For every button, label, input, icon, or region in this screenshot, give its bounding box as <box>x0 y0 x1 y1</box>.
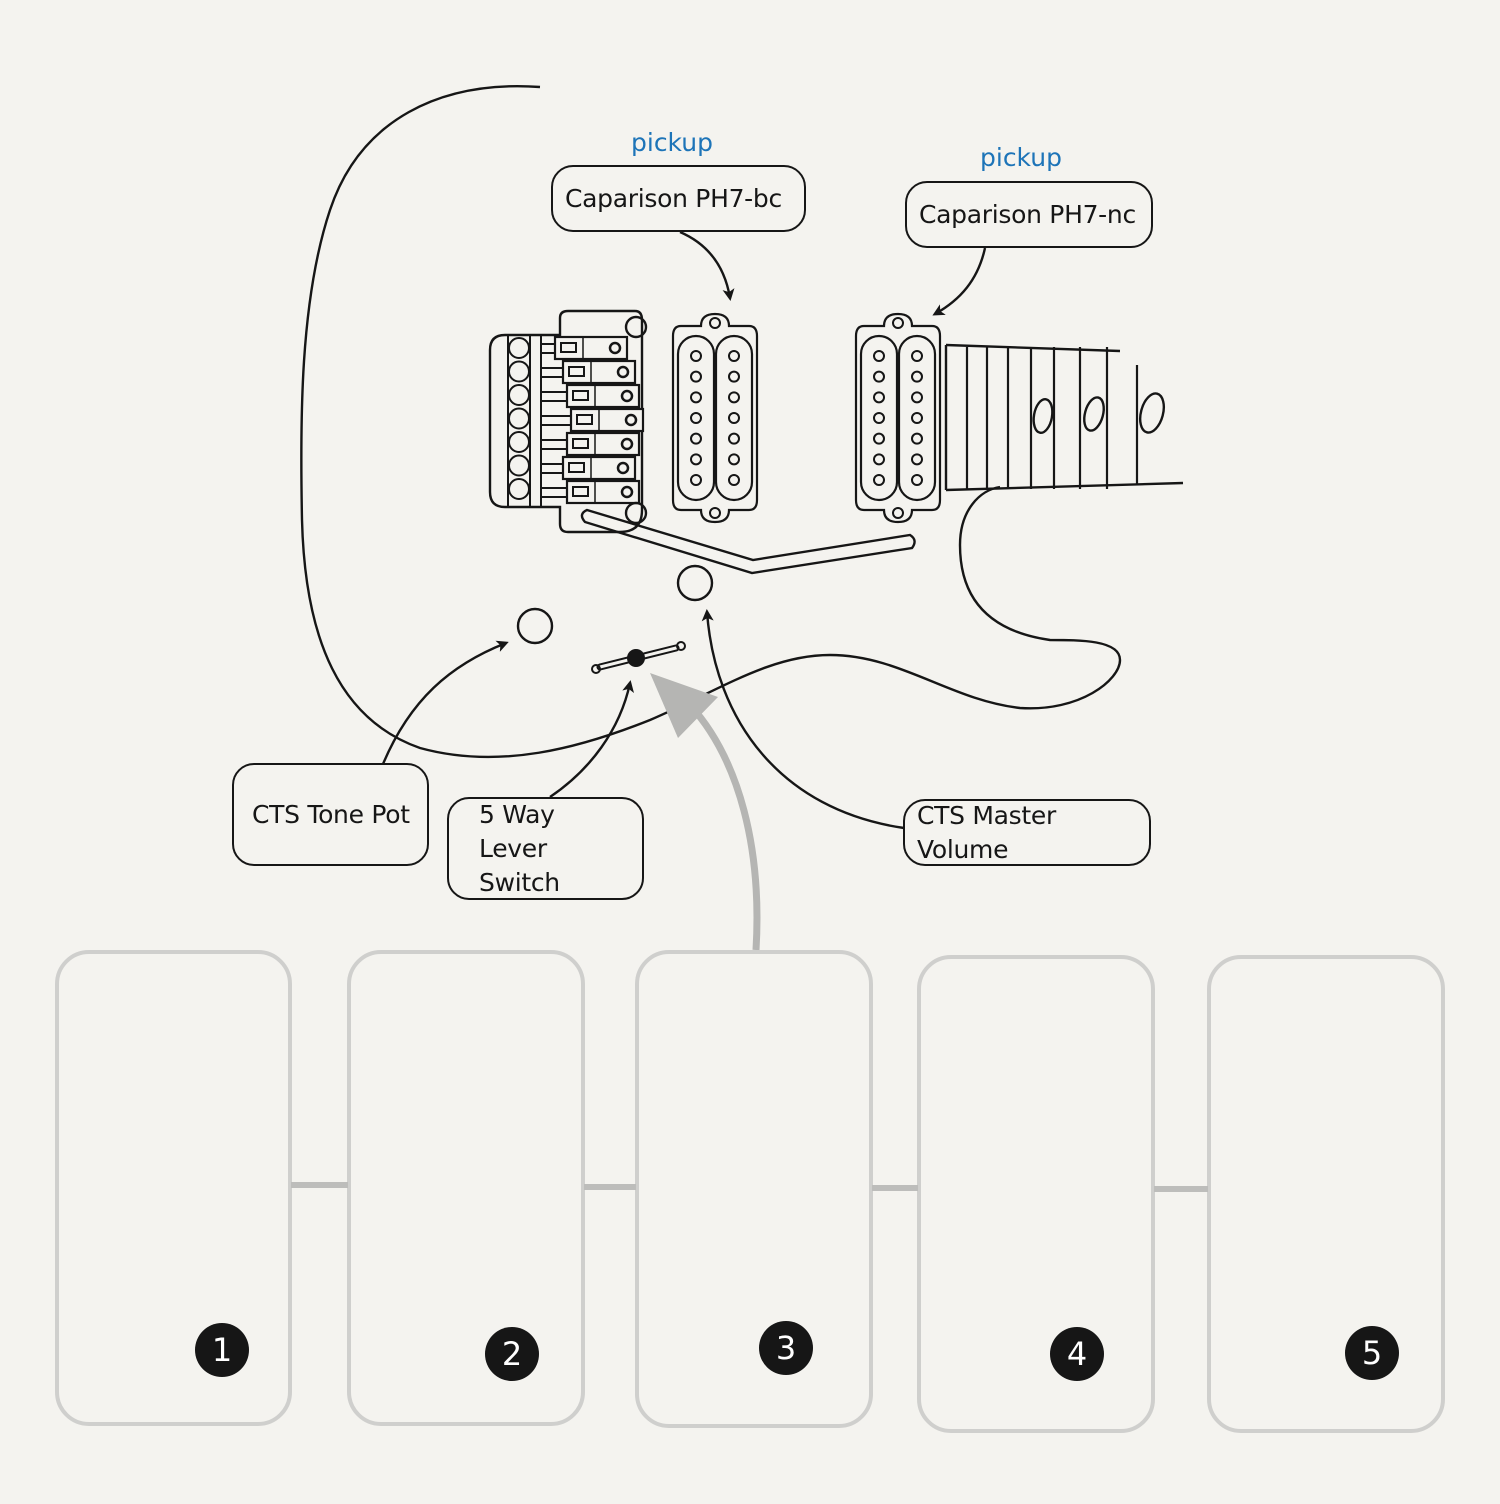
neck-humbucker <box>854 312 942 524</box>
card-connector <box>291 1182 348 1188</box>
bridge-saddle <box>540 383 641 409</box>
bridge-saddle <box>540 359 637 385</box>
switch-callout-arrow <box>549 680 634 798</box>
position-card-1[interactable] <box>55 950 292 1426</box>
pickup-coil <box>676 334 716 502</box>
bridge-roller <box>508 431 530 453</box>
bridge-roller <box>508 407 530 430</box>
master-volume-knob[interactable] <box>676 564 714 602</box>
bridge-roller <box>508 360 530 383</box>
bridge-saddle <box>540 455 637 481</box>
pickup-coil <box>897 334 937 502</box>
master-volume-label: CTS Master Volume <box>903 799 1151 866</box>
neck-pickup-tag: pickup <box>980 143 1062 172</box>
switch-label: 5 Way Lever Switch <box>447 797 644 900</box>
position-card-5[interactable] <box>1207 955 1445 1433</box>
lever-switch[interactable] <box>591 641 686 674</box>
tremolo-bridge <box>488 309 648 534</box>
bridge-saddle <box>540 407 645 433</box>
position-badge-5: 5 <box>1345 1326 1399 1380</box>
bridge-roller <box>508 337 530 359</box>
fret-inlay <box>1032 392 1166 435</box>
bridge-roller <box>508 478 530 500</box>
neck-pickup-callout-arrow <box>932 247 987 316</box>
card-connector <box>872 1185 918 1191</box>
switch-label-line2: Switch <box>479 867 560 897</box>
selected-position-arrow <box>650 673 761 951</box>
volume-callout-arrow <box>701 609 905 830</box>
position-card-4[interactable] <box>917 955 1155 1433</box>
bridge-roller <box>508 454 530 477</box>
bridge-roller <box>508 384 530 406</box>
bridge-pickup-label: Caparison PH7-bc <box>551 165 806 232</box>
pickup-coil <box>859 334 899 502</box>
card-connector <box>584 1184 636 1190</box>
tone-pot-label: CTS Tone Pot <box>232 763 429 866</box>
bridge-saddle <box>540 479 641 505</box>
tone-pot-callout-arrow <box>381 640 509 765</box>
position-badge-1: 1 <box>195 1323 249 1377</box>
tone-knob[interactable] <box>516 607 554 645</box>
bridge-saddle <box>540 431 641 457</box>
position-card-2[interactable] <box>347 950 585 1426</box>
neck-pickup-label: Caparison PH7-nc <box>905 181 1153 248</box>
position-badge-2: 2 <box>485 1327 539 1381</box>
bridge-saddle <box>540 335 629 361</box>
bridge-pickup-tag: pickup <box>631 128 713 157</box>
position-badge-4: 4 <box>1050 1327 1104 1381</box>
card-connector <box>1154 1186 1208 1192</box>
pickup-coil <box>714 334 754 502</box>
fretboard <box>944 343 1184 492</box>
position-badge-3: 3 <box>759 1321 813 1375</box>
tremolo-arm <box>580 508 916 575</box>
bridge-humbucker <box>671 312 759 524</box>
switch-label-line1: 5 Way Lever <box>479 799 555 863</box>
position-card-3[interactable] <box>635 950 873 1428</box>
bridge-pickup-callout-arrow <box>679 230 735 301</box>
